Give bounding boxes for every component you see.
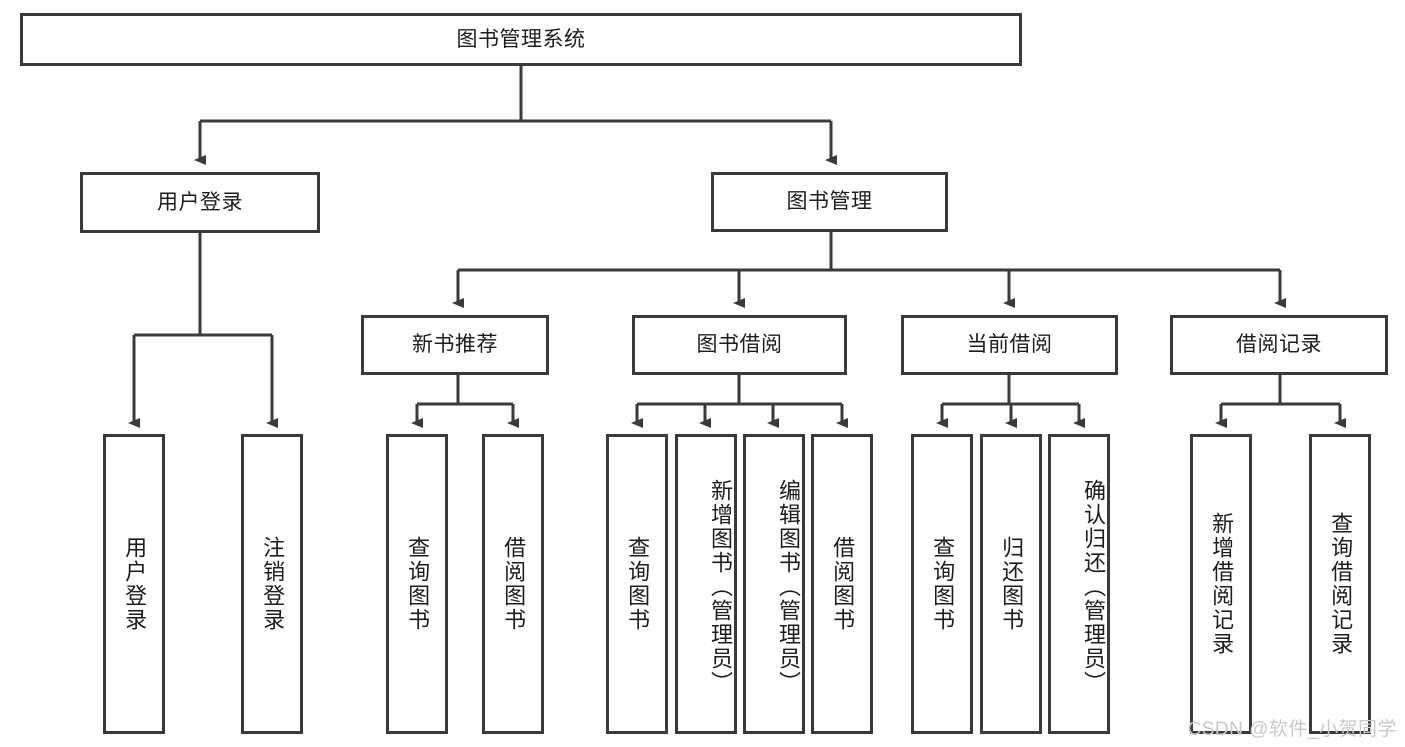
leaf-user-login[interactable]: 用户登录	[103, 434, 165, 734]
leaf-add-book-admin[interactable]: 新增图书（管理员）	[675, 434, 737, 734]
node-user-login[interactable]: 用户登录	[80, 172, 320, 233]
leaf-confirm-return-admin[interactable]: 确认归还（管理员）	[1048, 434, 1110, 734]
leaf-user-logout[interactable]: 注销登录	[241, 434, 303, 734]
leaf-add-borrow-record[interactable]: 新增借阅记录	[1190, 434, 1252, 734]
leaf-query-borrow-record[interactable]: 查询借阅记录	[1309, 434, 1371, 734]
node-book-management[interactable]: 图书管理	[711, 172, 948, 232]
node-new-book-recommend[interactable]: 新书推荐	[361, 315, 549, 375]
node-borrow-record[interactable]: 借阅记录	[1170, 315, 1388, 375]
node-current-borrow[interactable]: 当前借阅	[901, 315, 1118, 375]
leaf-query-book-current[interactable]: 查询图书	[911, 434, 973, 734]
leaf-return-book[interactable]: 归还图书	[980, 434, 1042, 734]
watermark-text: CSDN @软件_小贺同学	[1187, 719, 1397, 740]
leaf-borrow-book-recommend[interactable]: 借阅图书	[482, 434, 544, 734]
leaf-borrow-book[interactable]: 借阅图书	[811, 434, 873, 734]
leaf-query-book-recommend[interactable]: 查询图书	[386, 434, 448, 734]
node-book-borrow[interactable]: 图书借阅	[632, 315, 847, 375]
leaf-edit-book-admin[interactable]: 编辑图书（管理员）	[743, 434, 805, 734]
node-root[interactable]: 图书管理系统	[20, 13, 1022, 66]
leaf-query-book-borrow[interactable]: 查询图书	[606, 434, 668, 734]
